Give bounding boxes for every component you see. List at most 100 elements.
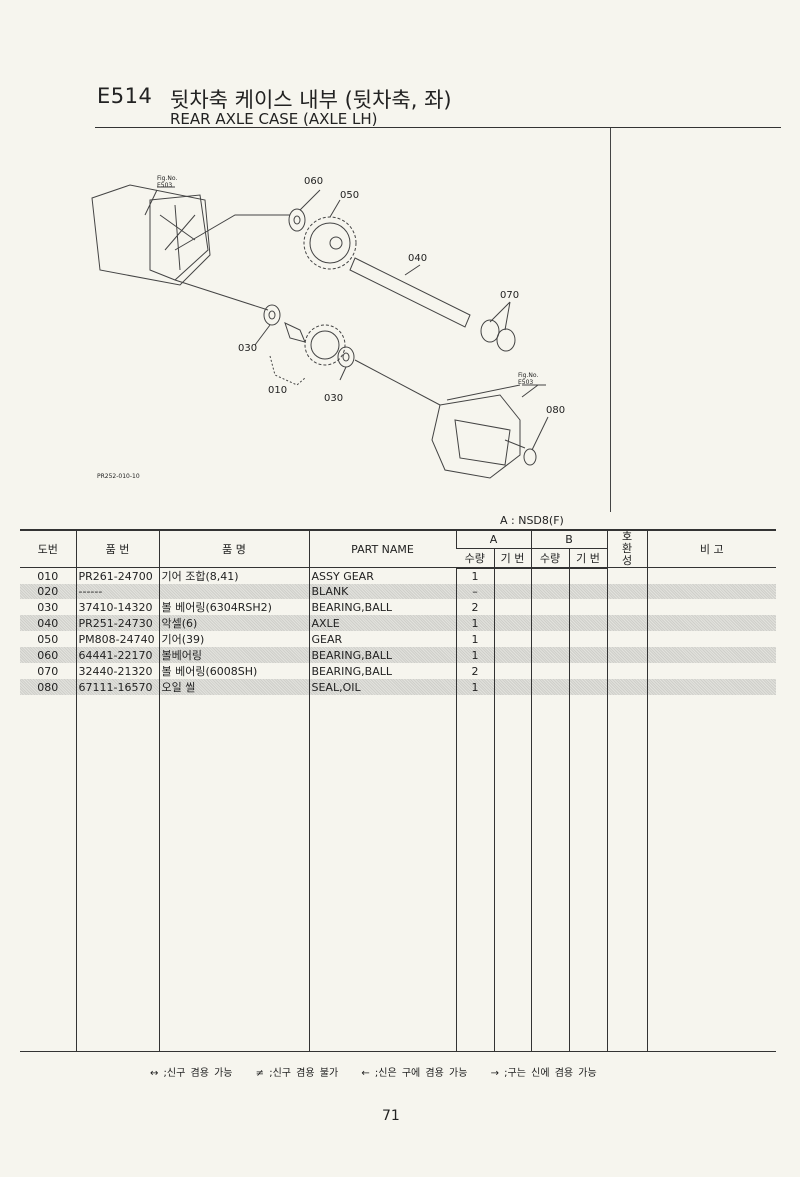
part-no-cell: PM808-24740 — [75, 631, 159, 647]
interchange-cell — [606, 631, 647, 647]
header-a-serial: 기 번 — [493, 548, 531, 569]
header-interchange: 호 환 성 — [606, 529, 647, 568]
axle-case-right-drawing — [431, 394, 526, 479]
interchange-cell — [606, 584, 647, 599]
interchange-cell — [606, 663, 647, 679]
serial-b-cell — [568, 615, 607, 631]
ref-cell: 070 — [37, 664, 59, 678]
serial-a-cell — [493, 647, 531, 663]
bearing-070-drawing — [480, 319, 500, 343]
part-name-cell: BEARING,BALL — [308, 647, 456, 663]
serial-a-cell — [493, 631, 531, 647]
part-name-cell: AXLE — [308, 615, 456, 631]
remarks-cell — [646, 679, 776, 695]
header-part-name: PART NAME — [308, 529, 456, 568]
header-name-kr: 품 명 — [158, 529, 309, 568]
page-number: 71 — [382, 1108, 400, 1124]
drawing-number: PR252-010-10 — [97, 473, 140, 480]
remarks-cell — [646, 631, 776, 647]
legend-item: → ;구는 신에 겸용 가능 — [490, 1068, 597, 1079]
ref-cell: 080 — [20, 679, 76, 695]
callout-050: 050 — [340, 190, 359, 201]
fig-ref-label: Fig.No. — [157, 175, 177, 182]
legend-item: ≠ ;신구 겸용 불가 — [255, 1068, 339, 1079]
serial-a-cell — [493, 584, 531, 599]
parts-table: 도번 품 번 품 명 PART NAME A B 호 환 성 비 고 수량 기 … — [20, 528, 776, 1052]
serial-a-cell — [493, 567, 531, 584]
qty-a-cell: 1 — [455, 679, 494, 695]
fig-ref-number-2: E503 — [518, 379, 533, 386]
callout-030b: 030 — [324, 393, 343, 404]
column-divider — [610, 128, 611, 512]
ref-cell: 050 — [37, 632, 59, 646]
empty-cell — [606, 695, 647, 1052]
empty-rows — [20, 695, 776, 1052]
header-group-a: A — [455, 528, 531, 549]
remarks-cell — [646, 599, 776, 615]
section-title-english: REAR AXLE CASE (AXLE LH) — [170, 110, 378, 128]
qty-a-cell: – — [455, 584, 494, 599]
axle-case-left-drawing — [91, 184, 211, 286]
name-kr-cell: 기어(39) — [158, 631, 309, 647]
bearing-030b-drawing — [337, 346, 355, 368]
empty-cell — [20, 695, 76, 1052]
remarks-cell — [646, 567, 776, 584]
header-part-no: 품 번 — [75, 529, 159, 568]
qty-a-cell: 1 — [455, 567, 494, 584]
qty-b-cell — [530, 647, 569, 663]
qty-b-cell — [530, 631, 569, 647]
interchange-cell — [606, 679, 647, 695]
header-remarks: 비 고 — [646, 529, 776, 568]
qty-b-cell — [530, 679, 569, 695]
remarks-cell — [646, 647, 776, 663]
header-group-b: B — [530, 528, 607, 549]
remarks-cell — [646, 663, 776, 679]
axle-040-drawing — [349, 257, 471, 328]
ref-cell: 010 — [37, 569, 59, 583]
ref-cell: 040 — [20, 615, 76, 631]
part-name-cell: BLANK — [308, 584, 456, 599]
ref-cell: 030 — [37, 600, 59, 614]
serial-b-cell — [568, 647, 607, 663]
empty-cell — [455, 695, 494, 1052]
name-kr-cell: 오일 씰 — [158, 679, 309, 695]
ref-cell: 060 — [20, 647, 76, 663]
serial-b-cell — [568, 599, 607, 615]
title-divider — [95, 127, 781, 128]
header-a-qty: 수량 — [456, 548, 494, 569]
empty-cell — [568, 695, 607, 1052]
interchange-cell — [606, 615, 647, 631]
fig-ref-label-2: Fig.No. — [518, 372, 538, 379]
qty-b-cell — [530, 663, 569, 679]
callout-070: 070 — [500, 290, 519, 301]
interchange-cell — [606, 647, 647, 663]
exploded-parts-diagram: Fig.No. E503 Fig.No. E503 060 050 040 07… — [91, 175, 565, 480]
part-no-cell: 64441-22170 — [75, 647, 159, 663]
serial-b-cell — [568, 663, 607, 679]
legend-item: ← ;신은 구에 겸용 가능 — [361, 1068, 468, 1079]
serial-a-cell — [493, 615, 531, 631]
empty-cell — [158, 695, 309, 1052]
qty-a-cell: 1 — [455, 615, 494, 631]
qty-a-cell: 1 — [455, 647, 494, 663]
callout-040: 040 — [408, 253, 427, 264]
serial-a-cell — [493, 679, 531, 695]
variant-note: A : NSD8(F) — [500, 514, 564, 527]
part-no-cell: 67111-16570 — [75, 679, 159, 695]
name-kr-cell: 기어 조합(8,41) — [158, 567, 309, 584]
qty-a-cell: 2 — [455, 599, 494, 615]
part-name-cell: SEAL,OIL — [308, 679, 456, 695]
empty-cell — [530, 695, 569, 1052]
interchange-cell — [606, 567, 647, 584]
callout-030: 030 — [238, 343, 257, 354]
serial-b-cell — [568, 679, 607, 695]
part-name-cell: ASSY GEAR — [308, 567, 456, 584]
serial-a-cell — [493, 663, 531, 679]
